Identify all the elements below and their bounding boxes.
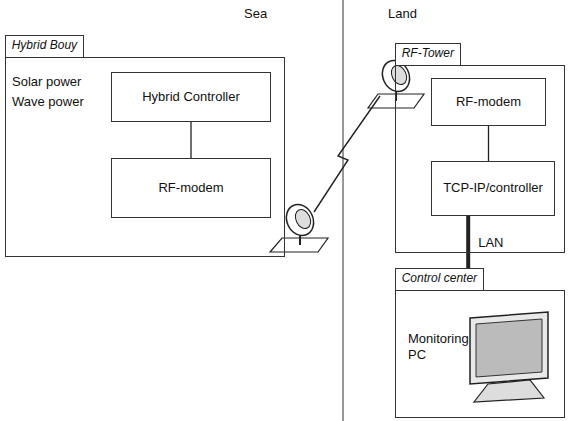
region-label: Sea: [242, 6, 269, 21]
box-text: Wave power: [12, 94, 84, 110]
box-label: Hybrid Controller: [136, 89, 246, 105]
region-label: Land: [386, 6, 419, 21]
box-label: RF-modem: [152, 180, 229, 196]
group-box: Hybrid BouySolar powerWave powerHybrid C…: [5, 57, 285, 257]
group-heading: RF-Tower: [395, 43, 461, 66]
group-heading: Hybrid Bouy: [5, 35, 84, 58]
sea-land-divider: [343, 0, 344, 421]
box-text: Monitoring PC: [408, 331, 470, 364]
process-box: Hybrid Controller: [111, 72, 271, 122]
box-label: TCP-IP/controller: [437, 180, 549, 196]
group-box: Control centerMonitoring PC: [395, 290, 565, 418]
process-box: RF-modem: [111, 158, 271, 218]
box-text: Solar power: [12, 74, 81, 90]
connector: [466, 216, 470, 268]
connector-label: LAN: [476, 235, 505, 250]
connector: [488, 126, 489, 161]
monitor-icon: [470, 312, 548, 402]
group-heading: Control center: [395, 268, 484, 291]
wireless-link: [314, 96, 380, 212]
connector: [190, 122, 191, 158]
process-box: TCP-IP/controller: [431, 161, 555, 216]
antenna-icon: [270, 200, 328, 252]
group-box: RF-TowerRF-modemTCP-IP/controller: [395, 65, 565, 253]
box-label: RF-modem: [450, 94, 527, 110]
process-box: RF-modem: [431, 78, 546, 126]
